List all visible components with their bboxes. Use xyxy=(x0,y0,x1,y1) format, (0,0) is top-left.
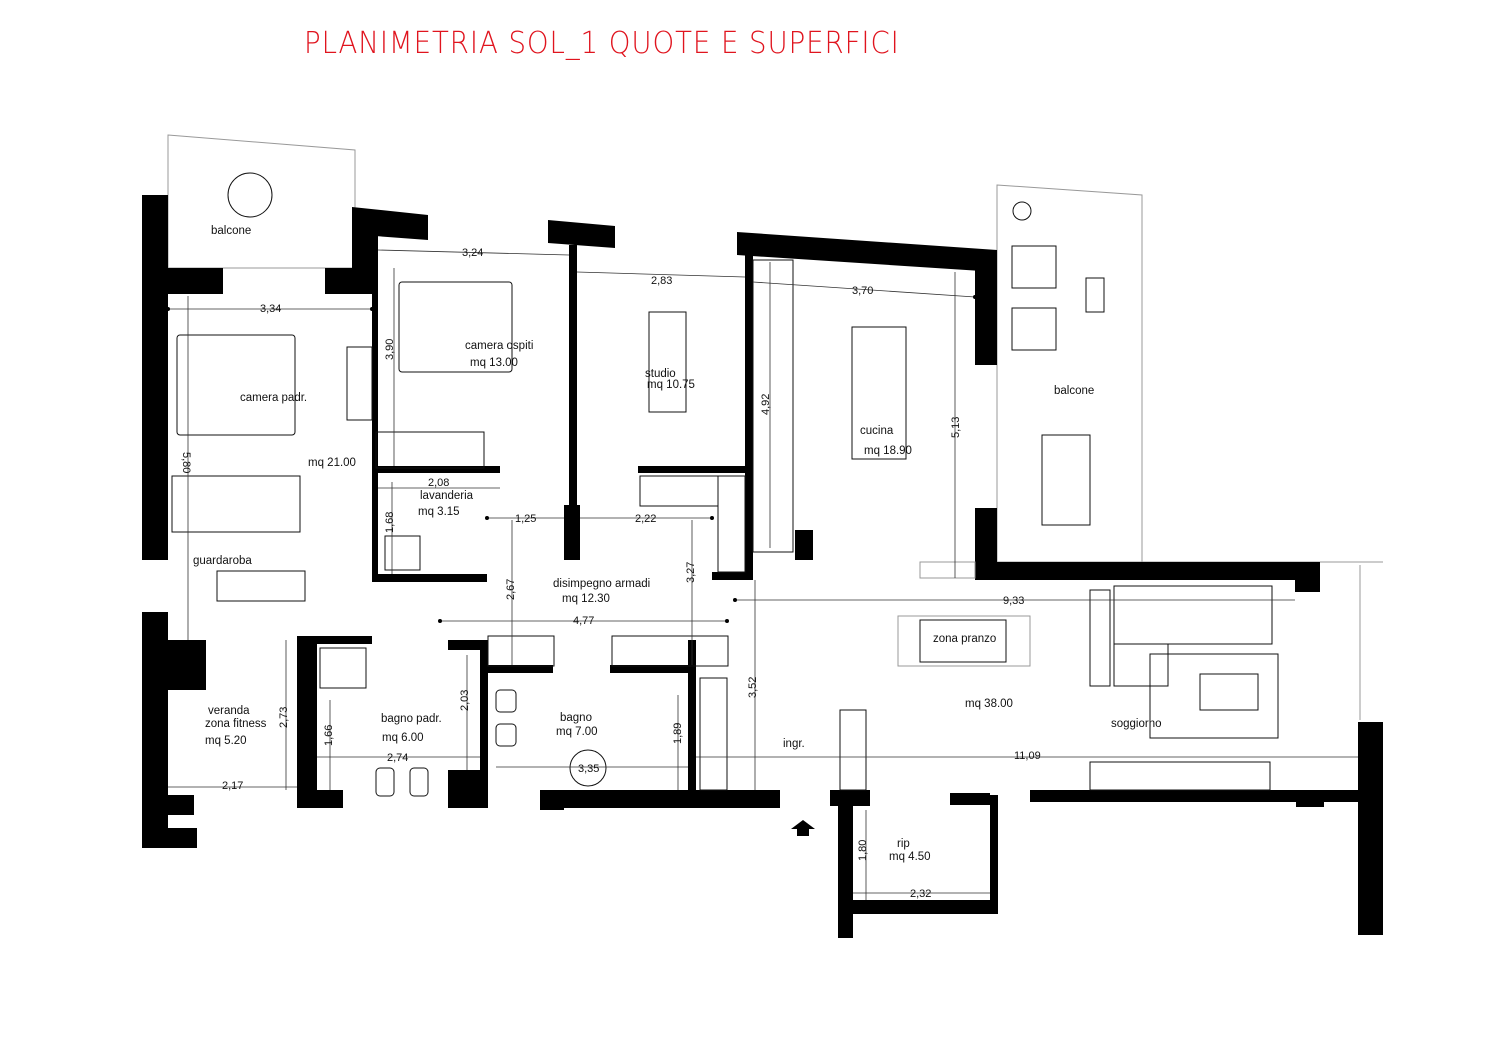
room-labels: balcone camera ospiti mq 13.00 camera pa… xyxy=(193,225,1162,863)
room-name-soggiorno: soggiorno xyxy=(1111,718,1162,730)
room-area-disimpegno: mq 12.30 xyxy=(562,593,610,605)
dim-label: 1,89 xyxy=(672,723,684,744)
room-area-rip: mq 4.50 xyxy=(889,851,931,863)
dim-label: 2,67 xyxy=(505,579,517,600)
dimension-labels: 3,24 2,83 3,70 3,34 3,90 4,92 5,13 5,80 … xyxy=(180,247,1041,900)
dim-label: 3,52 xyxy=(747,677,759,698)
dim-label: 2,83 xyxy=(651,275,672,287)
room-name-lavanderia: lavanderia xyxy=(420,490,474,502)
room-name-camera-padr: camera padr. xyxy=(240,392,307,404)
room-sub-veranda: zona fitness xyxy=(205,718,267,730)
room-name-veranda: veranda xyxy=(208,705,250,717)
room-area-camera-padr: mq 21.00 xyxy=(308,457,356,469)
dim-label: 3,27 xyxy=(685,562,697,583)
dim-label: 3,35 xyxy=(578,763,599,775)
room-name-zona-pranzo: zona pranzo xyxy=(933,633,996,645)
balcony-left-outline xyxy=(167,134,356,269)
dim-label: 1,66 xyxy=(323,725,335,746)
room-area-bagno-padr: mq 6.00 xyxy=(382,732,424,744)
room-area-living: mq 38.00 xyxy=(965,698,1013,710)
dim-label: 5,80 xyxy=(180,452,192,473)
dim-label: 1,68 xyxy=(384,512,396,533)
room-name-disimpegno: disimpegno armadi xyxy=(553,578,650,590)
dim-label: 3,70 xyxy=(852,285,873,297)
dim-label: 5,13 xyxy=(950,417,962,438)
room-area-bagno: mq 7.00 xyxy=(556,726,598,738)
dim-label: 2,73 xyxy=(278,707,290,728)
dimension-dots xyxy=(166,295,977,623)
dim-label: 4,77 xyxy=(573,615,594,627)
room-name-bagno-padr: bagno padr. xyxy=(381,713,442,725)
dim-label: 11,09 xyxy=(1014,750,1041,762)
room-name-studio: studio xyxy=(645,368,676,380)
room-name-ingresso: ingr. xyxy=(783,738,805,750)
dim-label: 4,92 xyxy=(760,394,772,415)
dim-label: 2,03 xyxy=(459,690,471,711)
dim-label: 3,24 xyxy=(462,247,483,259)
furniture xyxy=(171,172,1279,797)
dimension-lines xyxy=(168,249,1358,900)
room-name-bagno: bagno xyxy=(560,712,592,724)
balcony-right-outline xyxy=(996,184,1143,563)
room-name-rip: rip xyxy=(897,838,910,850)
room-name-camera-ospiti: camera ospiti xyxy=(465,340,533,352)
dim-label: 2,08 xyxy=(428,477,449,489)
room-name-cucina: cucina xyxy=(860,425,894,437)
entrance-arrow-icon xyxy=(791,820,815,836)
dim-label: 2,74 xyxy=(387,752,408,764)
dim-label: 2,32 xyxy=(910,888,931,900)
dim-label: 9,33 xyxy=(1003,595,1024,607)
dim-label: 2,17 xyxy=(222,780,243,792)
dim-label: 3,90 xyxy=(384,339,396,360)
room-area-camera-ospiti: mq 13.00 xyxy=(470,357,518,369)
room-area-lavanderia: mq 3.15 xyxy=(418,506,460,518)
dim-label: 1,80 xyxy=(857,840,869,861)
room-area-cucina: mq 18.90 xyxy=(864,445,912,457)
room-name-guardaroba: guardaroba xyxy=(193,555,252,567)
plan-title: PLANIMETRIA SOL_1 QUOTE E SUPERFICI xyxy=(304,26,900,61)
dim-label: 3,34 xyxy=(260,303,281,315)
room-area-studio: mq 10.75 xyxy=(647,379,695,391)
walls xyxy=(142,195,1383,938)
room-name-balcone-left: balcone xyxy=(211,225,251,237)
room-area-veranda: mq 5.20 xyxy=(205,735,247,747)
dim-label: 1,25 xyxy=(515,513,536,525)
dim-label: 2,22 xyxy=(635,513,656,525)
room-name-balcone-right: balcone xyxy=(1054,385,1094,397)
